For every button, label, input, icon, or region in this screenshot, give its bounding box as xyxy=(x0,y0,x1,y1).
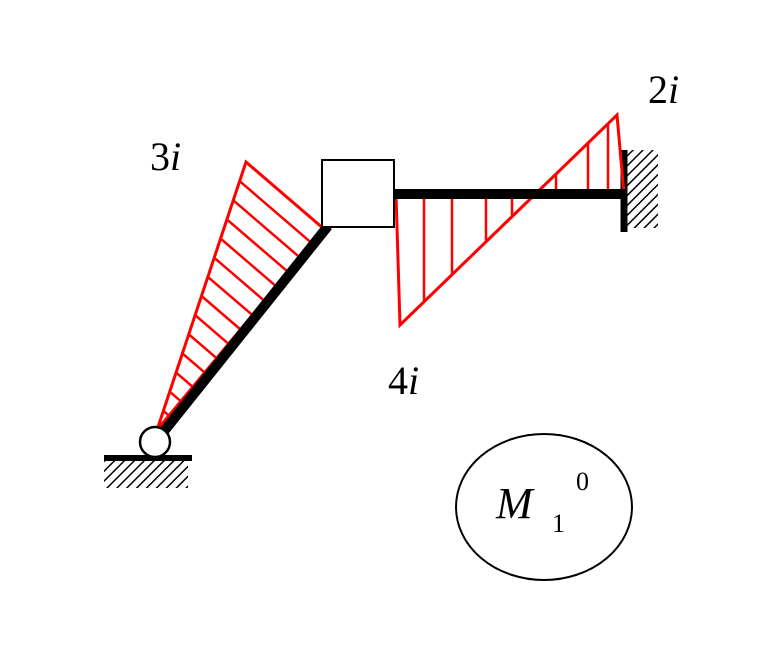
hatch-line xyxy=(162,409,170,417)
moment-diagram-horizontal-beam xyxy=(394,111,626,329)
moment-symbol-badge: M 1 0 xyxy=(455,433,633,581)
moment-diagram-inclined-member xyxy=(155,159,327,431)
hatch-line xyxy=(226,218,290,274)
label-2i: 2i xyxy=(648,67,679,112)
rigid-joint xyxy=(321,159,395,228)
hatch-line xyxy=(207,275,254,317)
hatch-line xyxy=(187,333,218,360)
moment-symbol-subscript: 1 xyxy=(552,509,565,538)
moment-symbol-base: M xyxy=(495,479,535,528)
hatch-line xyxy=(238,180,313,245)
moment-symbol-superscript: 0 xyxy=(576,467,589,496)
fixed-support-hatch xyxy=(624,150,658,228)
label-3i: 3i xyxy=(150,134,181,179)
hatch-line xyxy=(213,256,266,302)
hatch-line xyxy=(232,199,301,259)
label-4i: 4i xyxy=(388,358,419,403)
moment-symbol-circle xyxy=(455,433,633,581)
inclined-member xyxy=(153,222,332,444)
pin-hinge xyxy=(138,425,172,459)
hatch-line xyxy=(219,237,278,288)
hatch-line xyxy=(194,314,230,345)
hatch-line xyxy=(200,295,242,331)
hatch-line xyxy=(181,352,206,374)
hatch-line xyxy=(168,390,182,403)
hatch-line xyxy=(175,371,194,388)
pin-support-hatch xyxy=(104,460,188,488)
